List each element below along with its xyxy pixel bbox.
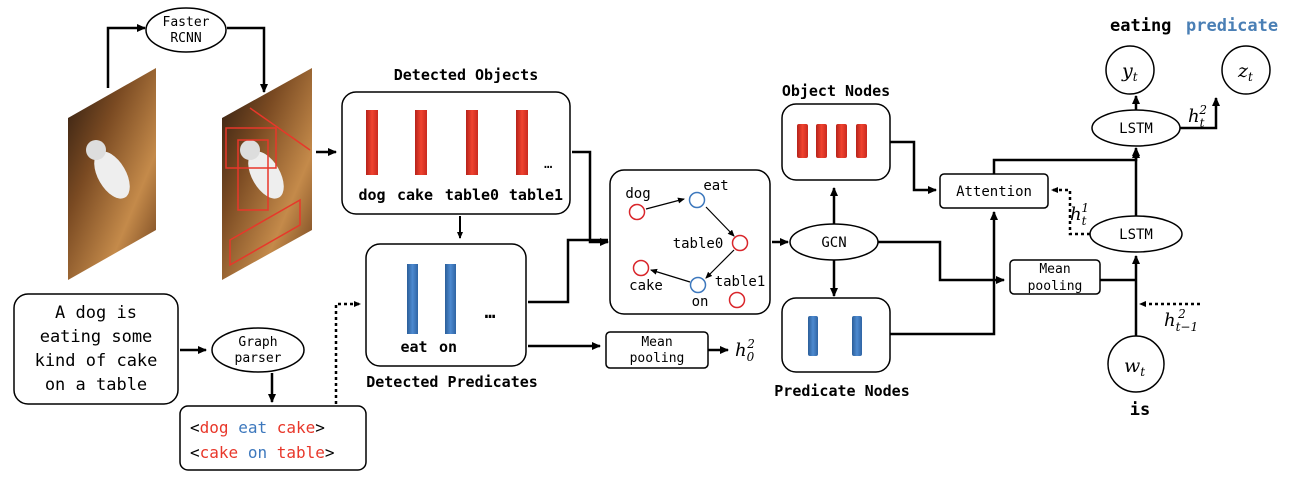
output-y-label: yt xyxy=(1121,60,1138,84)
scene-graph-box xyxy=(609,169,771,315)
caption-box xyxy=(13,293,179,405)
arrow-attention-to-lstm-top xyxy=(992,147,1140,174)
graph-parser-node: Graph parser xyxy=(211,327,305,373)
detected-predicates-title: Detected Predicates xyxy=(366,373,538,391)
lstm-top-node: LSTM xyxy=(1091,109,1181,147)
graph-parser-line2: parser xyxy=(235,351,282,366)
graph-label-eat: eat xyxy=(703,178,728,194)
predicate-label-on: on xyxy=(439,338,457,356)
detected-predicates-ellipsis: … xyxy=(485,302,496,323)
object-bars xyxy=(366,110,528,175)
graph-label-table1: table1 xyxy=(715,274,766,290)
detection-image xyxy=(222,68,312,280)
predicate-nodes-box xyxy=(781,297,891,373)
graph-label-on: on xyxy=(692,294,709,310)
scene-graph-nodes xyxy=(628,191,749,309)
arrow-predicate-nodes-to-attention xyxy=(890,211,998,336)
graph-node-table1 xyxy=(728,291,746,309)
detected-objects-title: Detected Objects xyxy=(394,66,539,84)
graph-node-cake xyxy=(632,259,650,277)
graph-label-cake: cake xyxy=(629,278,663,294)
object-label-table0: table0 xyxy=(445,186,499,204)
arrow-rcnn-to-detections xyxy=(227,26,268,93)
caption-line-3: kind of cake xyxy=(35,351,158,371)
predicate-bars xyxy=(407,264,456,334)
predicate-nodes-title: Predicate Nodes xyxy=(774,382,909,400)
arrow-image-to-rcnn xyxy=(106,24,146,88)
mean-pooling-right-line2: pooling xyxy=(1028,279,1083,294)
eating-label: eating xyxy=(1110,16,1171,36)
arrow-gcn-to-mean-pooling xyxy=(878,240,1005,284)
gcn-node: GCN xyxy=(789,223,879,261)
dotted-h1-to-attention xyxy=(1051,187,1090,236)
arrow-objects-to-graph xyxy=(572,150,609,246)
mean-pooling-left-line2: pooling xyxy=(630,351,685,366)
graph-label-dog: dog xyxy=(625,186,650,202)
graph-node-dog xyxy=(628,203,646,221)
object-label-table1: table1 xyxy=(509,186,563,204)
hprev-label: ht−12 xyxy=(1164,307,1198,334)
graph-label-table0: table0 xyxy=(673,236,724,252)
caption-line-4: on a table xyxy=(45,375,147,395)
faster-rcnn-line2: RCNN xyxy=(170,31,201,46)
attention-label: Attention xyxy=(956,184,1032,200)
input-w-node: wt xyxy=(1107,335,1165,393)
arrow-predicates-to-graph xyxy=(528,238,608,304)
input-word-label: is xyxy=(1130,400,1150,420)
object-label-cake: cake xyxy=(397,186,433,204)
graph-node-on xyxy=(689,276,707,294)
output-y-node: yt xyxy=(1105,45,1155,95)
faster-rcnn-line1: Faster xyxy=(163,15,210,30)
h0-label: h02 xyxy=(735,337,755,364)
attention-node: Attention xyxy=(939,173,1049,209)
mean-pooling-right: Mean pooling xyxy=(1009,259,1101,295)
graph-node-table0 xyxy=(731,234,749,252)
object-label-dog: dog xyxy=(358,186,385,204)
object-node-bars xyxy=(797,124,867,158)
object-nodes-title: Object Nodes xyxy=(782,82,890,100)
mean-pooling-left-line1: Mean xyxy=(641,335,672,350)
mean-pooling-right-line1: Mean xyxy=(1039,262,1070,277)
graph-node-eat xyxy=(688,191,706,209)
input-image xyxy=(68,68,156,280)
gcn-label: GCN xyxy=(821,235,846,251)
lstm-bottom-label: LSTM xyxy=(1119,227,1153,243)
predicate-label-eat: eat xyxy=(400,338,427,356)
output-z-node: zt xyxy=(1221,45,1271,95)
arrow-object-nodes-to-attention xyxy=(890,140,937,194)
dotted-triples-to-predicates xyxy=(334,301,361,404)
caption-line-2: eating some xyxy=(40,327,153,347)
triple-1: <dog eat cake> xyxy=(190,418,325,437)
lstm-bottom-node: LSTM xyxy=(1089,215,1183,253)
graph-parser-line1: Graph xyxy=(238,335,277,350)
input-w-label: wt xyxy=(1124,355,1145,379)
h1-label: ht1 xyxy=(1070,201,1089,228)
h2-label: ht2 xyxy=(1188,103,1207,130)
arrow-lstm-to-z xyxy=(1180,97,1220,130)
output-z-label: zt xyxy=(1237,60,1253,84)
mean-pooling-left: Mean pooling xyxy=(605,331,709,369)
caption-line-1: A dog is xyxy=(55,303,137,323)
triples-box xyxy=(179,405,367,471)
predicate-label: predicate xyxy=(1186,16,1278,36)
detected-objects-ellipsis: … xyxy=(544,156,552,172)
faster-rcnn-node: Faster RCNN xyxy=(145,7,227,53)
triple-2: <cake on table> xyxy=(190,443,335,462)
lstm-top-label: LSTM xyxy=(1119,121,1153,137)
scene-graph-edges xyxy=(645,197,735,283)
predicate-node-bars xyxy=(808,316,862,356)
detected-objects-box xyxy=(341,91,571,215)
